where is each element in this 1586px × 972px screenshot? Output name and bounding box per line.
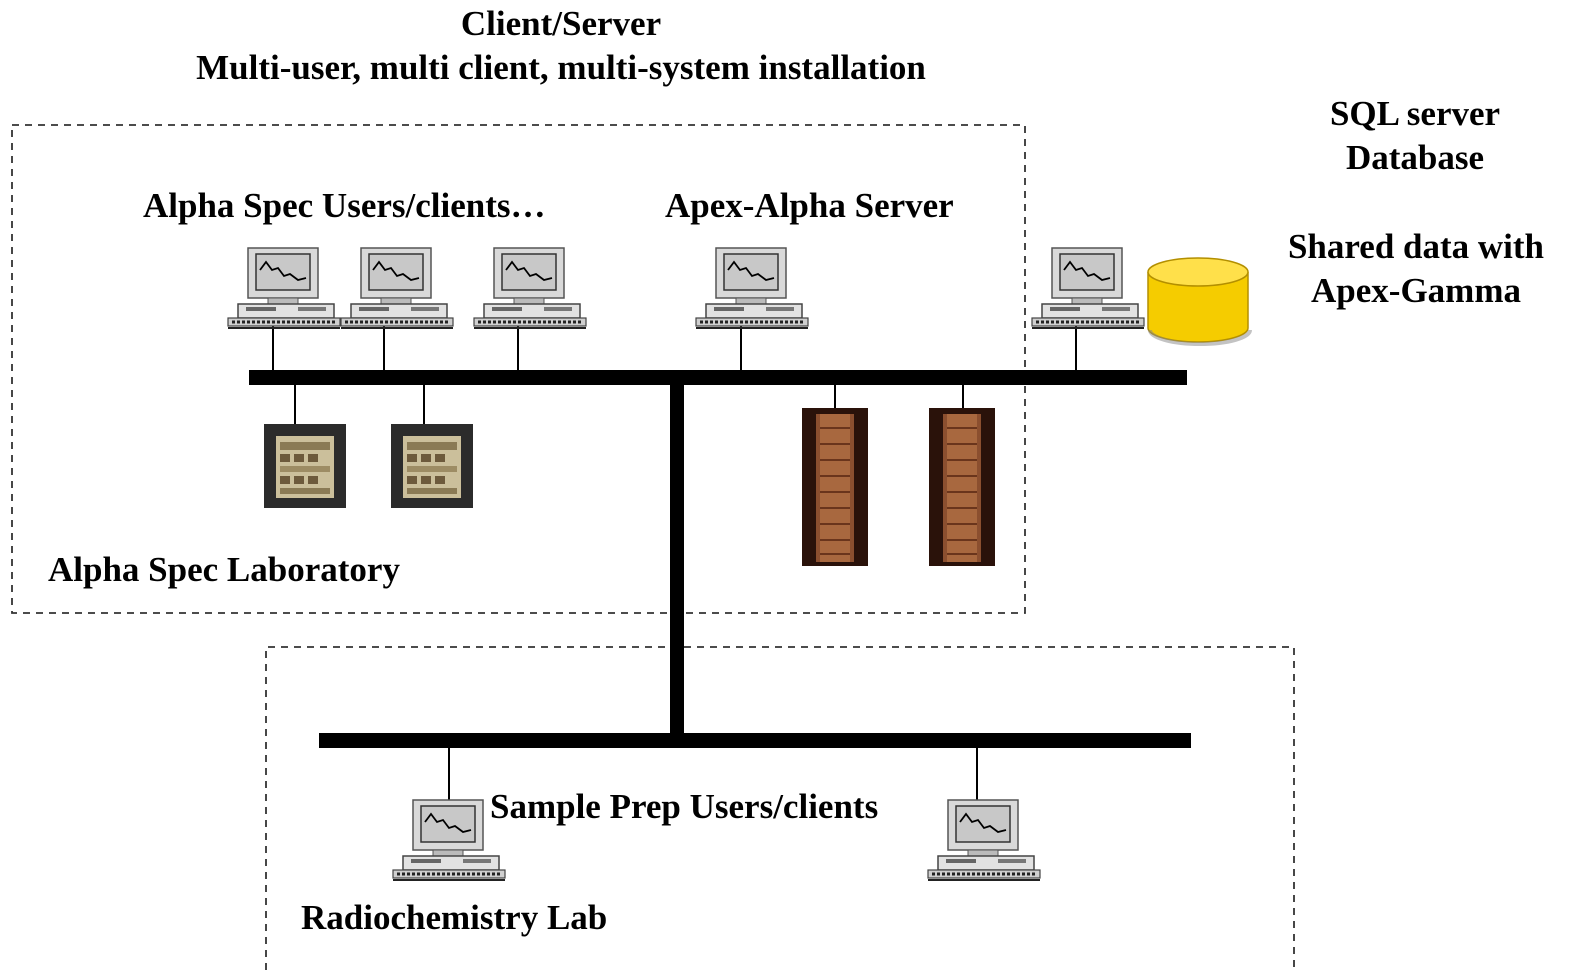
radiochem-lab-label: Radiochemistry Lab <box>301 898 608 937</box>
shared-data-label: Shared data with Apex-Gamma <box>1277 225 1555 313</box>
upper-network-bus <box>249 370 1187 385</box>
sql-line-1: SQL server <box>1329 94 1501 133</box>
computer-icon <box>391 798 507 882</box>
diagram-title: Client/Server Multi-user, multi client, … <box>161 2 961 90</box>
title-line-1: Client/Server <box>460 4 662 43</box>
shared-line-1: Shared data with <box>1287 227 1545 266</box>
spectrometer-icon <box>391 424 473 508</box>
spectrometer-icon <box>264 424 346 508</box>
lower-network-bus <box>319 733 1191 748</box>
radiochem-lab-boundary <box>265 646 1295 970</box>
computer-icon <box>694 246 810 330</box>
computer-icon <box>1030 246 1146 330</box>
rack-cabinet-icon <box>801 407 869 567</box>
computer-icon <box>226 246 342 330</box>
computer-icon <box>926 798 1042 882</box>
alpha-clients-label: Alpha Spec Users/clients… <box>143 186 546 225</box>
alpha-lab-boundary <box>11 124 1026 614</box>
apex-server-label: Apex-Alpha Server <box>665 186 954 225</box>
rack-cabinet-icon <box>928 407 996 567</box>
computer-icon <box>339 246 455 330</box>
database-icon <box>1147 257 1252 346</box>
title-line-2: Multi-user, multi client, multi-system i… <box>196 47 926 87</box>
sql-line-2: Database <box>1345 137 1485 177</box>
shared-line-2: Apex-Gamma <box>1311 270 1521 310</box>
computer-icon <box>472 246 588 330</box>
backbone-link <box>670 378 684 742</box>
upper-connectors <box>272 324 1077 804</box>
sql-server-label: SQL server Database <box>1275 92 1555 180</box>
alpha-lab-label: Alpha Spec Laboratory <box>48 550 400 589</box>
sample-prep-label: Sample Prep Users/clients <box>490 787 879 826</box>
